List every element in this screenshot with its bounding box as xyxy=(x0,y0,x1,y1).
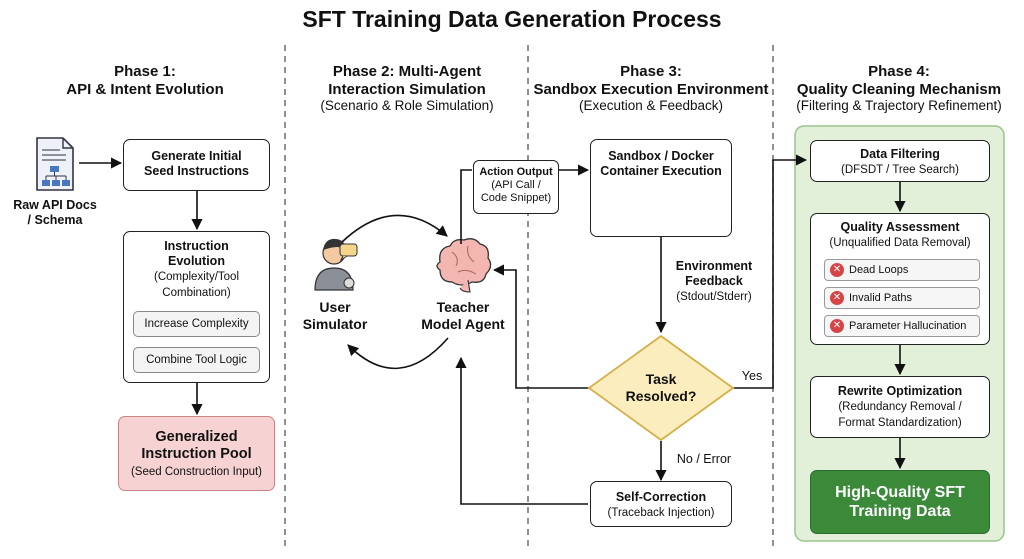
decision-diamond xyxy=(587,334,735,442)
phase2-note: (Scenario & Role Simulation) xyxy=(320,98,494,114)
page-title: SFT Training Data Generation Process xyxy=(302,6,722,32)
user-icon xyxy=(314,238,358,291)
error-x-icon: ✕ xyxy=(830,291,844,305)
no-error-label: No / Error xyxy=(676,452,732,466)
phase2-subtitle: Interaction Simulation xyxy=(328,80,486,98)
phase4-title: Phase 4: xyxy=(868,63,930,80)
issue-dead-loops: ✕ Dead Loops xyxy=(824,259,980,281)
error-x-icon: ✕ xyxy=(830,319,844,333)
combine-tool-logic-item: Combine Tool Logic xyxy=(133,347,260,373)
phase2-header: Phase 2: Multi-Agent Interaction Simulat… xyxy=(290,63,524,114)
yes-label: Yes xyxy=(741,369,763,383)
phase3-header: Phase 3: Sandbox Execution Environment (… xyxy=(530,63,772,114)
self-correction-box: Self-Correction (Traceback Injection) xyxy=(590,481,732,527)
environment-feedback-label: Environment Feedback (Stdout/Stderr) xyxy=(675,259,753,303)
phase4-note: (Filtering & Trajectory Refinement) xyxy=(796,98,1002,114)
document-icon xyxy=(36,137,74,191)
phase1-header: Phase 1: API & Intent Evolution xyxy=(10,63,280,98)
phase4-subtitle: Quality Cleaning Mechanism xyxy=(796,80,1002,98)
phase1-subtitle: API & Intent Evolution xyxy=(66,80,224,98)
raw-api-docs-label: Raw API Docs/ Schema xyxy=(13,198,97,227)
phase3-title: Phase 3: xyxy=(620,63,682,80)
issue-parameter-hallucination: ✕ Parameter Hallucination xyxy=(824,315,980,337)
increase-complexity-item: Increase Complexity xyxy=(133,311,260,337)
phase3-subtitle: Sandbox Execution Environment xyxy=(533,80,769,98)
error-x-icon: ✕ xyxy=(830,263,844,277)
phase1-title: Phase 1: xyxy=(114,63,176,80)
action-output-box: Action Output (API Call / Code Snippet) xyxy=(473,160,559,214)
generalized-instruction-pool-box: Generalized Instruction Pool (Seed Const… xyxy=(118,416,275,491)
brain-icon xyxy=(436,238,492,293)
issue-invalid-paths: ✕ Invalid Paths xyxy=(824,287,980,309)
phase3-note: (Execution & Feedback) xyxy=(578,98,724,114)
rewrite-optimization-box: Rewrite Optimization (Redundancy Removal… xyxy=(810,376,990,438)
phase2-title: Phase 2: Multi-Agent xyxy=(332,63,482,80)
phase4-header: Phase 4: Quality Cleaning Mechanism (Fil… xyxy=(776,63,1022,114)
data-filtering-box: Data Filtering (DFSDT / Tree Search) xyxy=(810,140,990,182)
